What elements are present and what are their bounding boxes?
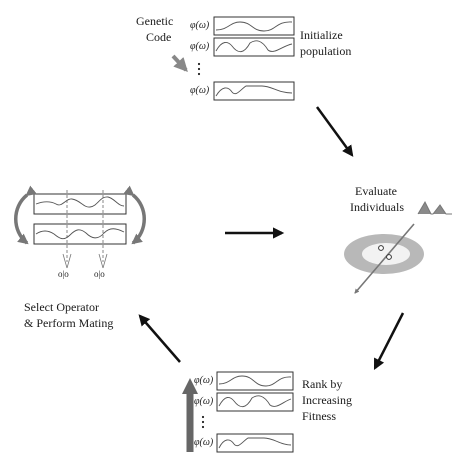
initialize-line: Initialize (300, 28, 343, 42)
genetic-code-label: Genetic Code (136, 13, 173, 45)
chromosome-box (213, 81, 295, 101)
initialize-population-label: Initialize population (300, 27, 351, 59)
evaluate-line: Evaluate (355, 184, 397, 198)
chromosome-signal (218, 437, 292, 449)
gene-symbol: φ(ω) (190, 20, 210, 31)
parent-signal (35, 196, 125, 208)
individual-point (386, 254, 392, 260)
initialize-line: population (300, 44, 352, 58)
ellipsis-dot (201, 420, 205, 424)
individual-point (378, 245, 384, 251)
ellipsis-dot (201, 425, 205, 429)
rank-line: Increasing (302, 393, 352, 407)
gene-symbol: φ(ω) (190, 41, 210, 52)
evaluate-individuals-label: Evaluate Individuals (350, 183, 404, 215)
fitness-arrow-shaft (186, 394, 194, 452)
ellipsis-dot (201, 415, 205, 419)
genetic-code-line: Genetic (136, 14, 174, 28)
fitness-arrow-head (182, 378, 198, 394)
landscape-inner (362, 243, 410, 265)
evaluate-line: Individuals (350, 200, 404, 214)
mating-marker: o|o (94, 269, 105, 279)
chromosome-signal (218, 395, 292, 408)
ellipsis-dot (197, 72, 201, 76)
crossover-marker-stem (66, 253, 72, 269)
genetic-code-line: Code (146, 30, 172, 44)
gene-symbol: φ(ω) (190, 85, 210, 96)
chromosome-signal (215, 21, 293, 32)
chromosome-box (213, 16, 295, 36)
chromosome-box (216, 392, 294, 412)
rank-line: Rank by (302, 377, 343, 391)
chromosome-box (216, 433, 294, 453)
ellipsis-dot (197, 62, 201, 66)
parent-chromosome (33, 223, 127, 245)
genetic-code-pointer-arrow (171, 54, 188, 73)
select-line: & Perform Mating (24, 316, 114, 330)
gene-symbol: φ(ω) (194, 375, 214, 386)
ranked-population (182, 371, 294, 453)
swap-arrow-left (14, 185, 37, 245)
rank-line: Fitness (302, 409, 337, 423)
crossover-marker-stem (98, 253, 104, 269)
ellipsis-dot (197, 67, 201, 71)
select-operator-label: Select Operator & Perform Mating (24, 299, 113, 331)
crossover-marker-stem (102, 253, 108, 269)
initial-population (197, 16, 295, 101)
rank-fitness-label: Rank by Increasing Fitness (302, 376, 352, 424)
parent-chromosome (33, 193, 127, 215)
crossover-marker-stem (62, 253, 68, 269)
mating-pair (14, 185, 146, 269)
select-line: Select Operator (24, 300, 99, 314)
fitness-peaks (417, 200, 452, 215)
mating-marker: o|o (58, 269, 69, 279)
arrow-evaluate-to-rank (373, 312, 405, 371)
chromosome-box (216, 371, 294, 391)
gradient-arrow (354, 223, 415, 294)
parent-signal (35, 228, 125, 240)
chromosome-signal (215, 40, 293, 53)
gene-symbol: φ(ω) (194, 396, 214, 407)
gene-symbol: φ(ω) (194, 437, 214, 448)
fitness-landscape (344, 200, 452, 294)
arrow-rank-to-select (138, 314, 181, 363)
chromosome-signal (215, 85, 293, 97)
arrow-init-to-evaluate (315, 106, 354, 157)
swap-arrow-right (123, 185, 146, 245)
chromosome-signal (218, 375, 292, 387)
